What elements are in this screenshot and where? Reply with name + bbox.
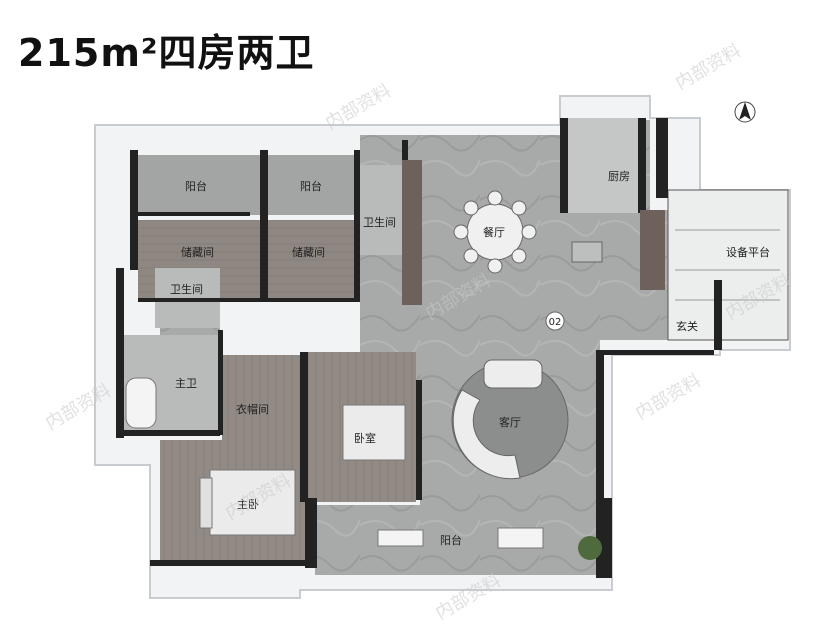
svg-text:内部资料: 内部资料 [672, 40, 745, 94]
balcony-north-left [138, 155, 260, 215]
master-bed [199, 469, 296, 536]
bath-center [360, 165, 405, 255]
label-dining: 餐厅 [483, 225, 505, 239]
point-tag-circle [545, 311, 565, 331]
label-master-bedroom: 主卧 [237, 498, 259, 511]
balcony-table [497, 527, 544, 549]
page-title: 215m²四房两卫 [18, 31, 315, 75]
label-bedroom: 卧室 [354, 431, 376, 445]
dining-table [453, 190, 537, 274]
storage-right [268, 220, 354, 300]
dining-wall-panel [402, 160, 422, 305]
main-floor [160, 120, 715, 510]
kitchen-wall-panel [640, 210, 665, 290]
label-kitchen: 厨房 [608, 170, 630, 183]
label-bath-center: 卫生间 [363, 215, 396, 229]
kitchen-island [571, 241, 603, 263]
balcony-north-mid [268, 155, 354, 215]
north-arrow-icon [734, 101, 756, 123]
balcony-lounge-chair [377, 529, 424, 547]
living-sofa [451, 359, 569, 480]
kitchen [568, 118, 638, 213]
bathtub [125, 377, 157, 429]
label-bath-upper-left: 卫生间 [170, 282, 203, 296]
closet [222, 355, 302, 440]
bedroom-bed [342, 404, 406, 461]
plant [578, 536, 602, 560]
label-entrance: 玄关 [676, 319, 698, 333]
svg-text:内部资料: 内部资料 [632, 370, 705, 424]
label-storage-left: 储藏间 [181, 245, 214, 259]
label-balcony-north-mid: 阳台 [300, 179, 322, 193]
label-balcony-north-left: 阳台 [185, 179, 207, 193]
walls [116, 118, 722, 578]
label-balcony-south: 阳台 [440, 533, 462, 547]
point-tag: 02 [549, 317, 562, 328]
label-living: 客厅 [499, 415, 521, 429]
label-master-bath: 主卫 [175, 377, 197, 390]
equipment-platform [667, 189, 789, 341]
label-equipment-platform: 设备平台 [726, 245, 770, 259]
label-closet: 衣帽间 [236, 402, 269, 416]
balcony-south [315, 505, 610, 575]
label-storage-right: 储藏间 [292, 245, 325, 259]
